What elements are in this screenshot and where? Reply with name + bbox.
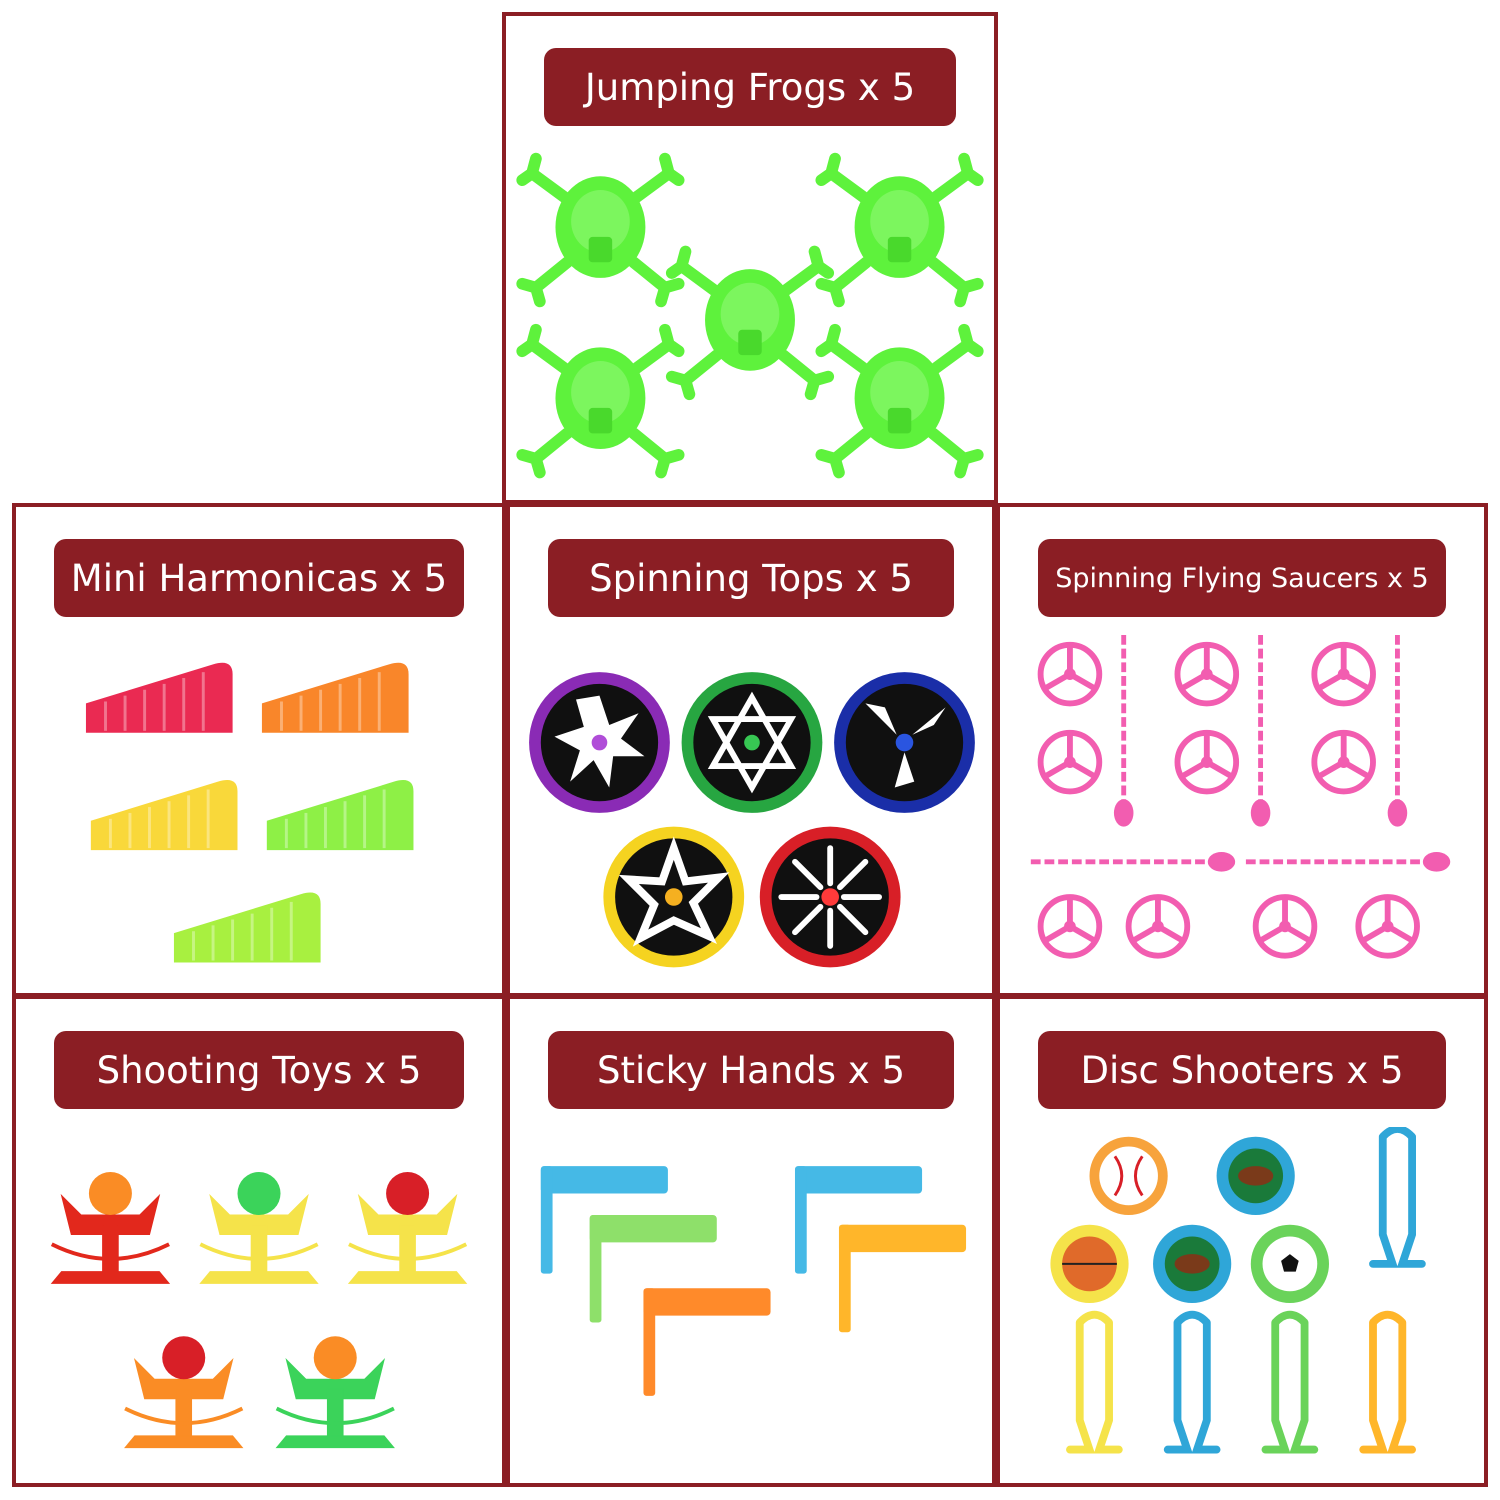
category-label: Mini Harmonicas x 5 [54,539,464,617]
category-label: Spinning Tops x 5 [548,539,954,617]
category-label: Sticky Hands x 5 [548,1031,954,1109]
category-panel-saucers: Spinning Flying Saucers x 5 [996,503,1488,997]
category-label: Disc Shooters x 5 [1038,1031,1446,1109]
flying-saucer-icon [1010,635,1474,985]
frog-icon [516,144,984,492]
category-panel-discs: Disc Shooters x 5 [996,995,1488,1487]
sticky-hand-icon [520,1127,982,1475]
spinning-top-icon [520,635,982,985]
ball-launcher-icon [26,1127,492,1475]
category-panel-hands: Sticky Hands x 5 [506,995,996,1487]
category-label: Jumping Frogs x 5 [544,48,956,126]
category-panel-harmonicas: Mini Harmonicas x 5 [12,503,506,997]
category-panel-tops: Spinning Tops x 5 [506,503,996,997]
category-panel-shooters: Shooting Toys x 5 [12,995,506,1487]
category-label: Spinning Flying Saucers x 5 [1038,539,1446,617]
harmonica-icon [26,635,492,985]
disc-shooter-icon [1010,1127,1474,1475]
category-label: Shooting Toys x 5 [54,1031,464,1109]
category-panel-frogs: Jumping Frogs x 5 [502,12,998,504]
